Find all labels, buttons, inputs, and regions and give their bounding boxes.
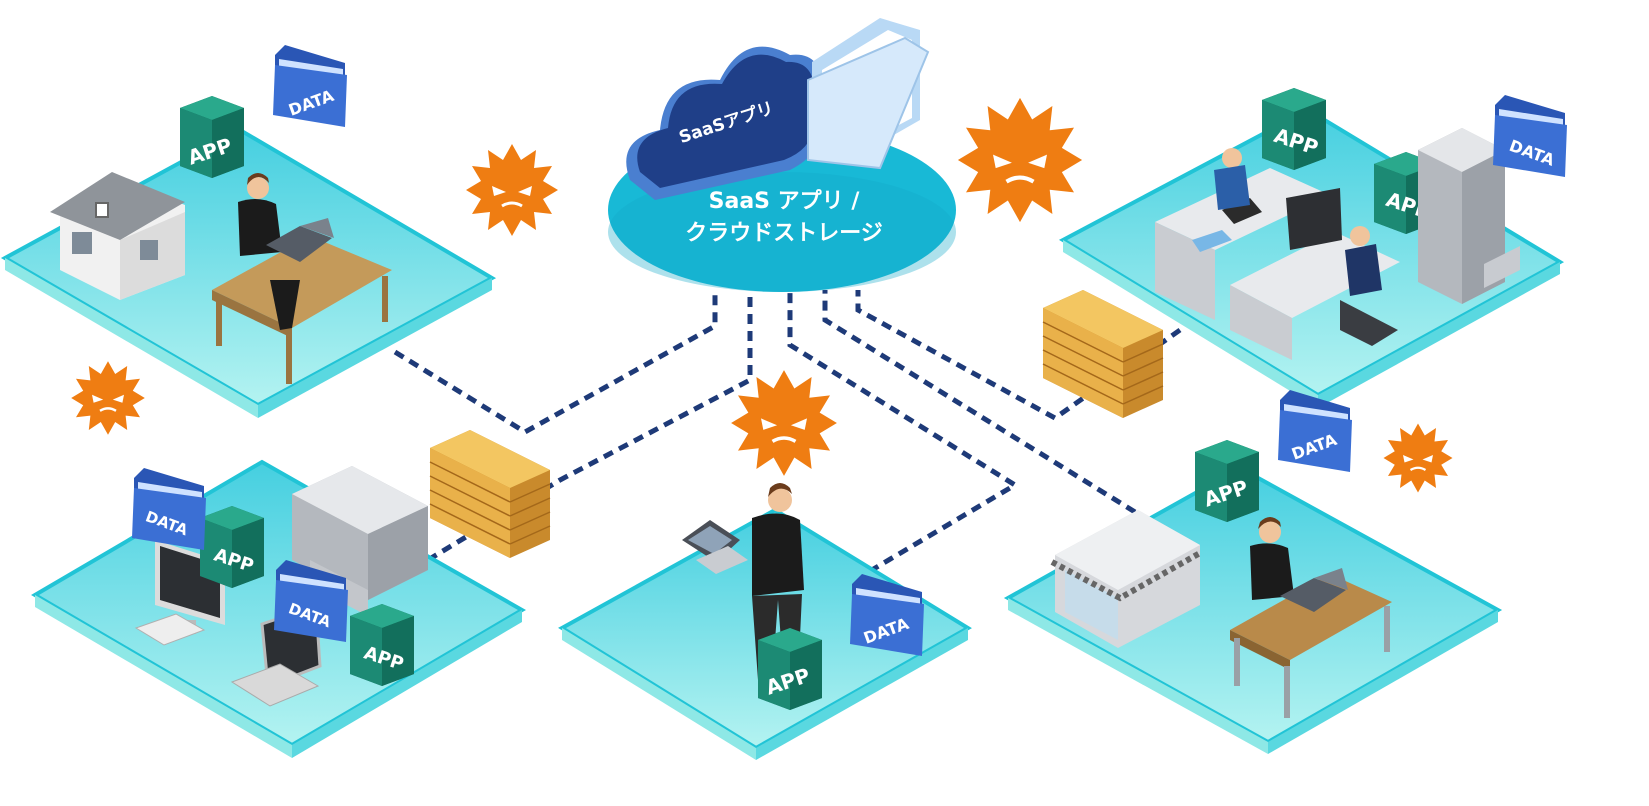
virus-icon-2: [69, 360, 147, 436]
firewall-icon-right: [1042, 289, 1164, 419]
office-desks-right: [1155, 148, 1400, 360]
storage-folder-icon: [807, 18, 930, 170]
cloud-icon: [608, 128, 956, 292]
folder-icon-mobile: [850, 574, 924, 656]
virus-icon-1: [464, 142, 560, 238]
app-box-office-left-1: [200, 506, 264, 588]
link-home: [393, 290, 718, 435]
folder-icon-branch: [1278, 390, 1352, 472]
desk-worker-home: [212, 173, 392, 384]
app-box-office-left-2: [350, 604, 414, 686]
server-icon-right: [1418, 128, 1520, 304]
virus-icon-3: [958, 98, 1082, 222]
cloud-title-line1: SaaS アプリ /: [709, 189, 861, 214]
virus-icon-5: [1382, 422, 1454, 494]
folder-icon-home: [273, 45, 347, 127]
link-branch: [822, 290, 1137, 515]
folder-icon-office-left-1: [132, 468, 206, 550]
folder-icon-office-right: [1493, 95, 1567, 177]
shop-building-icon: [1050, 510, 1202, 648]
saas-cloud-icon: [626, 46, 822, 201]
house-icon: [50, 172, 185, 300]
firewall-icon-left: [429, 429, 551, 559]
link-mobile: [787, 290, 1020, 583]
desk-worker-branch: [1230, 517, 1392, 718]
cloud-title-line2: クラウドストレージ: [685, 221, 883, 246]
virus-icon-4: [729, 368, 839, 478]
